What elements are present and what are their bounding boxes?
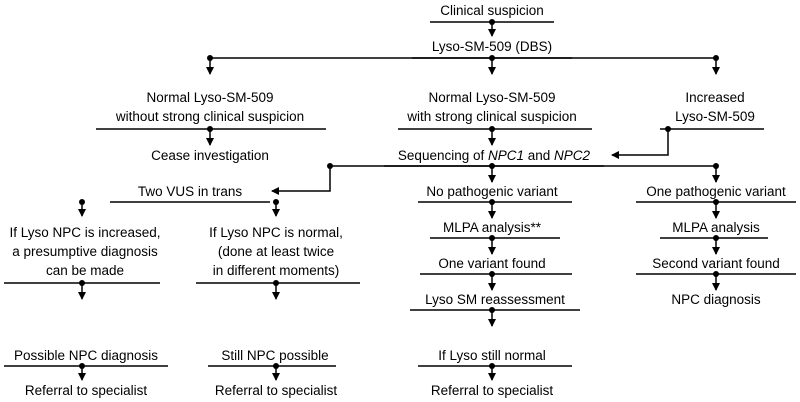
node-second-variant-found: Second variant found [652, 256, 780, 271]
node-referral-to-specialist: Referral to specialist [430, 383, 554, 398]
node-clinical-suspicion: Clinical suspicion [440, 3, 544, 18]
node-mlpa-analysis: MLPA analysis [672, 220, 760, 235]
node-no-pathogenic-variant: No pathogenic variant [426, 184, 558, 199]
node-sequencing: Sequencing of NPC1 and NPC2 [397, 148, 591, 163]
node-npc-diagnosis: NPC diagnosis [671, 292, 761, 307]
node-lyso-sm-reassessment: Lyso SM reassessment [425, 292, 565, 307]
node-referral-to-specialist: Referral to specialist [24, 383, 148, 398]
node-if-lyso-still-normal: If Lyso still normal [438, 348, 546, 363]
node-mlpa-analysis-starred: MLPA analysis** [442, 220, 542, 235]
node-one-pathogenic-variant: One pathogenic variant [646, 184, 786, 199]
node-lyso-npc-increased: If Lyso NPC is increased, a presumptive … [9, 225, 161, 278]
node-lyso-npc-normal: If Lyso NPC is normal, (done at least tw… [209, 225, 343, 278]
node-referral-to-specialist: Referral to specialist [214, 383, 338, 398]
node-one-variant-found: One variant found [438, 256, 546, 271]
node-cease-investigation: Cease investigation [151, 148, 269, 163]
node-increased: Increased Lyso-SM-509 [675, 90, 755, 124]
node-normal-without-suspicion: Normal Lyso-SM-509 without strong clinic… [115, 90, 305, 124]
node-lyso-sm-dbs: Lyso-SM-509 (DBS) [431, 39, 553, 54]
node-still-npc-possible: Still NPC possible [221, 348, 329, 363]
node-two-vus-in-trans: Two VUS in trans [137, 184, 243, 199]
node-normal-with-suspicion: Normal Lyso-SM-509 with strong clinical … [407, 90, 577, 124]
node-possible-npc-diagnosis: Possible NPC diagnosis [13, 348, 159, 363]
